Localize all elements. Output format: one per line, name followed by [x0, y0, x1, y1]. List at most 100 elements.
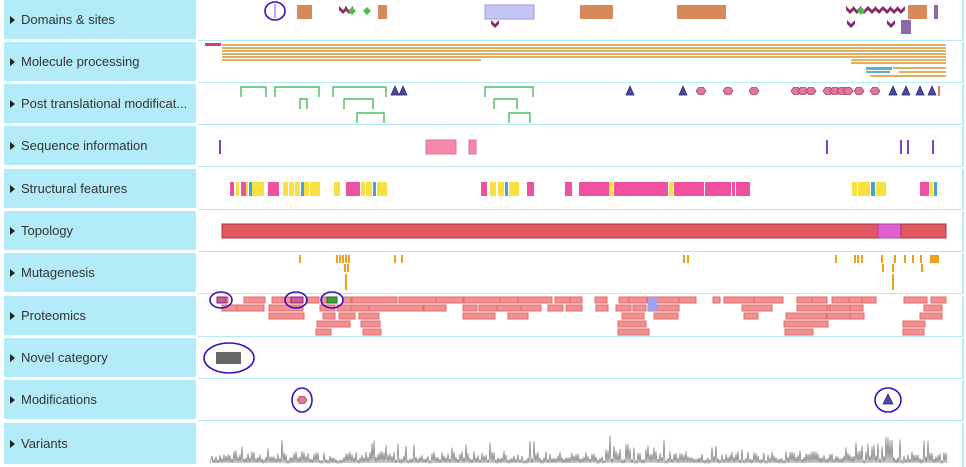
proteomics-peptide[interactable] [435, 296, 464, 304]
proteomics-peptide[interactable] [712, 296, 721, 304]
site-chevron[interactable] [846, 6, 854, 14]
helix-segment[interactable] [736, 182, 750, 196]
turn-segment[interactable] [301, 182, 304, 196]
turn-segment[interactable] [249, 182, 252, 196]
strand-segment[interactable] [236, 182, 239, 196]
strand-segment[interactable] [509, 182, 519, 196]
proteomics-peptide[interactable] [723, 296, 755, 304]
proteomics-peptide[interactable] [342, 296, 352, 304]
site-chevron[interactable] [847, 20, 855, 28]
modification-hexagon[interactable] [822, 87, 834, 95]
strand-segment[interactable] [858, 182, 870, 196]
proteomics-peptide[interactable] [368, 304, 424, 312]
propeptide-bar[interactable] [866, 67, 892, 70]
proteomics-peptide[interactable] [656, 304, 680, 312]
proteomics-peptide[interactable] [930, 296, 947, 304]
chain-bar[interactable] [851, 62, 946, 64]
proteomics-peptide[interactable] [849, 312, 865, 320]
helix-segment[interactable] [346, 182, 360, 196]
proteomics-peptide[interactable] [617, 328, 650, 336]
domain-box[interactable] [901, 20, 911, 34]
track-label-mutagenesis[interactable]: Mutagenesis [4, 253, 196, 293]
proteomics-peptide[interactable] [743, 312, 759, 320]
chain-bar[interactable] [899, 71, 946, 73]
strand-segment[interactable] [252, 182, 264, 196]
proteomics-peptide[interactable] [796, 296, 813, 304]
track-label-proteomics[interactable]: Proteomics [4, 296, 196, 336]
topological-domain[interactable] [900, 223, 947, 239]
track-label-domains-sites[interactable]: Domains & sites [4, 0, 196, 40]
domain-box[interactable] [908, 5, 927, 19]
topological-domain[interactable] [221, 223, 879, 239]
strand-segment[interactable] [246, 182, 248, 196]
site-chevron[interactable] [868, 6, 876, 14]
modification-hexagon[interactable] [695, 87, 707, 95]
proteomics-peptide[interactable] [362, 328, 382, 336]
site-diamond[interactable] [348, 7, 356, 15]
strand-segment[interactable] [498, 182, 504, 196]
proteomics-peptide[interactable] [507, 312, 529, 320]
proteomics-peptide[interactable] [903, 296, 928, 304]
modification-hexagon[interactable] [869, 87, 881, 95]
glycosylation-triangle[interactable] [625, 85, 635, 96]
helix-segment[interactable] [241, 182, 246, 196]
disulfide-bond[interactable] [356, 112, 385, 123]
helix-segment[interactable] [230, 182, 234, 196]
turn-segment[interactable] [871, 182, 875, 196]
track-label-sequence-information[interactable]: Sequence information [4, 126, 196, 166]
proteomics-peptide[interactable] [784, 328, 814, 336]
modification-hexagon[interactable] [805, 87, 817, 95]
track-label-molecule-processing[interactable]: Molecule processing [4, 42, 196, 82]
disulfide-bond[interactable] [343, 98, 374, 109]
helix-segment[interactable] [674, 182, 704, 196]
strand-segment[interactable] [609, 182, 613, 196]
proteomics-peptide[interactable] [463, 296, 501, 304]
proteomics-peptide[interactable] [271, 296, 292, 304]
strand-segment[interactable] [377, 182, 387, 196]
sequence-conflict-box[interactable] [468, 139, 477, 155]
disulfide-bond[interactable] [484, 86, 534, 97]
proteomics-peptide[interactable] [316, 320, 351, 328]
site-chevron[interactable] [883, 6, 891, 14]
chain-bar[interactable] [222, 56, 946, 58]
disulfide-bond[interactable] [332, 86, 387, 97]
proteomics-peptide[interactable] [423, 304, 447, 312]
proteomics-peptide[interactable] [783, 320, 829, 328]
strand-segment[interactable] [361, 182, 365, 196]
site-chevron[interactable] [887, 20, 895, 28]
mutagenesis-marker[interactable] [932, 255, 939, 263]
proteomics-peptide[interactable] [741, 304, 773, 312]
proteomics-peptide[interactable] [831, 296, 850, 304]
track-label-structural-features[interactable]: Structural features [4, 169, 196, 209]
proteomics-peptide-selected[interactable] [326, 296, 338, 304]
domain-box[interactable] [677, 5, 709, 19]
strand-segment[interactable] [334, 182, 340, 196]
proteomics-peptide[interactable] [796, 304, 828, 312]
site-marker-box[interactable] [934, 5, 938, 19]
proteomics-peptide[interactable] [398, 296, 438, 304]
strand-segment[interactable] [490, 182, 496, 196]
proteomics-peptide[interactable] [617, 320, 647, 328]
glycosylation-triangle[interactable] [390, 85, 400, 96]
proteomics-peptide[interactable] [268, 312, 305, 320]
helix-segment[interactable] [614, 182, 668, 196]
strand-segment[interactable] [876, 182, 886, 196]
site-chevron[interactable] [890, 6, 898, 14]
chain-bar[interactable] [222, 50, 946, 52]
signal-peptide[interactable] [205, 43, 221, 46]
proteomics-peptide[interactable] [678, 296, 697, 304]
disulfide-bond[interactable] [493, 98, 518, 109]
track-label-modifications[interactable]: Modifications [4, 380, 196, 420]
proteomics-peptide[interactable] [268, 304, 304, 312]
proteomics-peptide[interactable] [753, 296, 784, 304]
proteomics-peptide[interactable] [305, 296, 320, 304]
turn-segment[interactable] [934, 182, 937, 196]
proteomics-peptide[interactable] [902, 320, 926, 328]
strand-segment[interactable] [669, 182, 673, 196]
modification-hexagon[interactable] [853, 87, 865, 95]
proteomics-peptide[interactable] [902, 328, 925, 336]
site-chevron[interactable] [875, 6, 883, 14]
modification-hexagon[interactable] [829, 87, 841, 95]
proteomics-peptide[interactable] [478, 304, 498, 312]
proteomics-peptide[interactable] [628, 296, 648, 304]
